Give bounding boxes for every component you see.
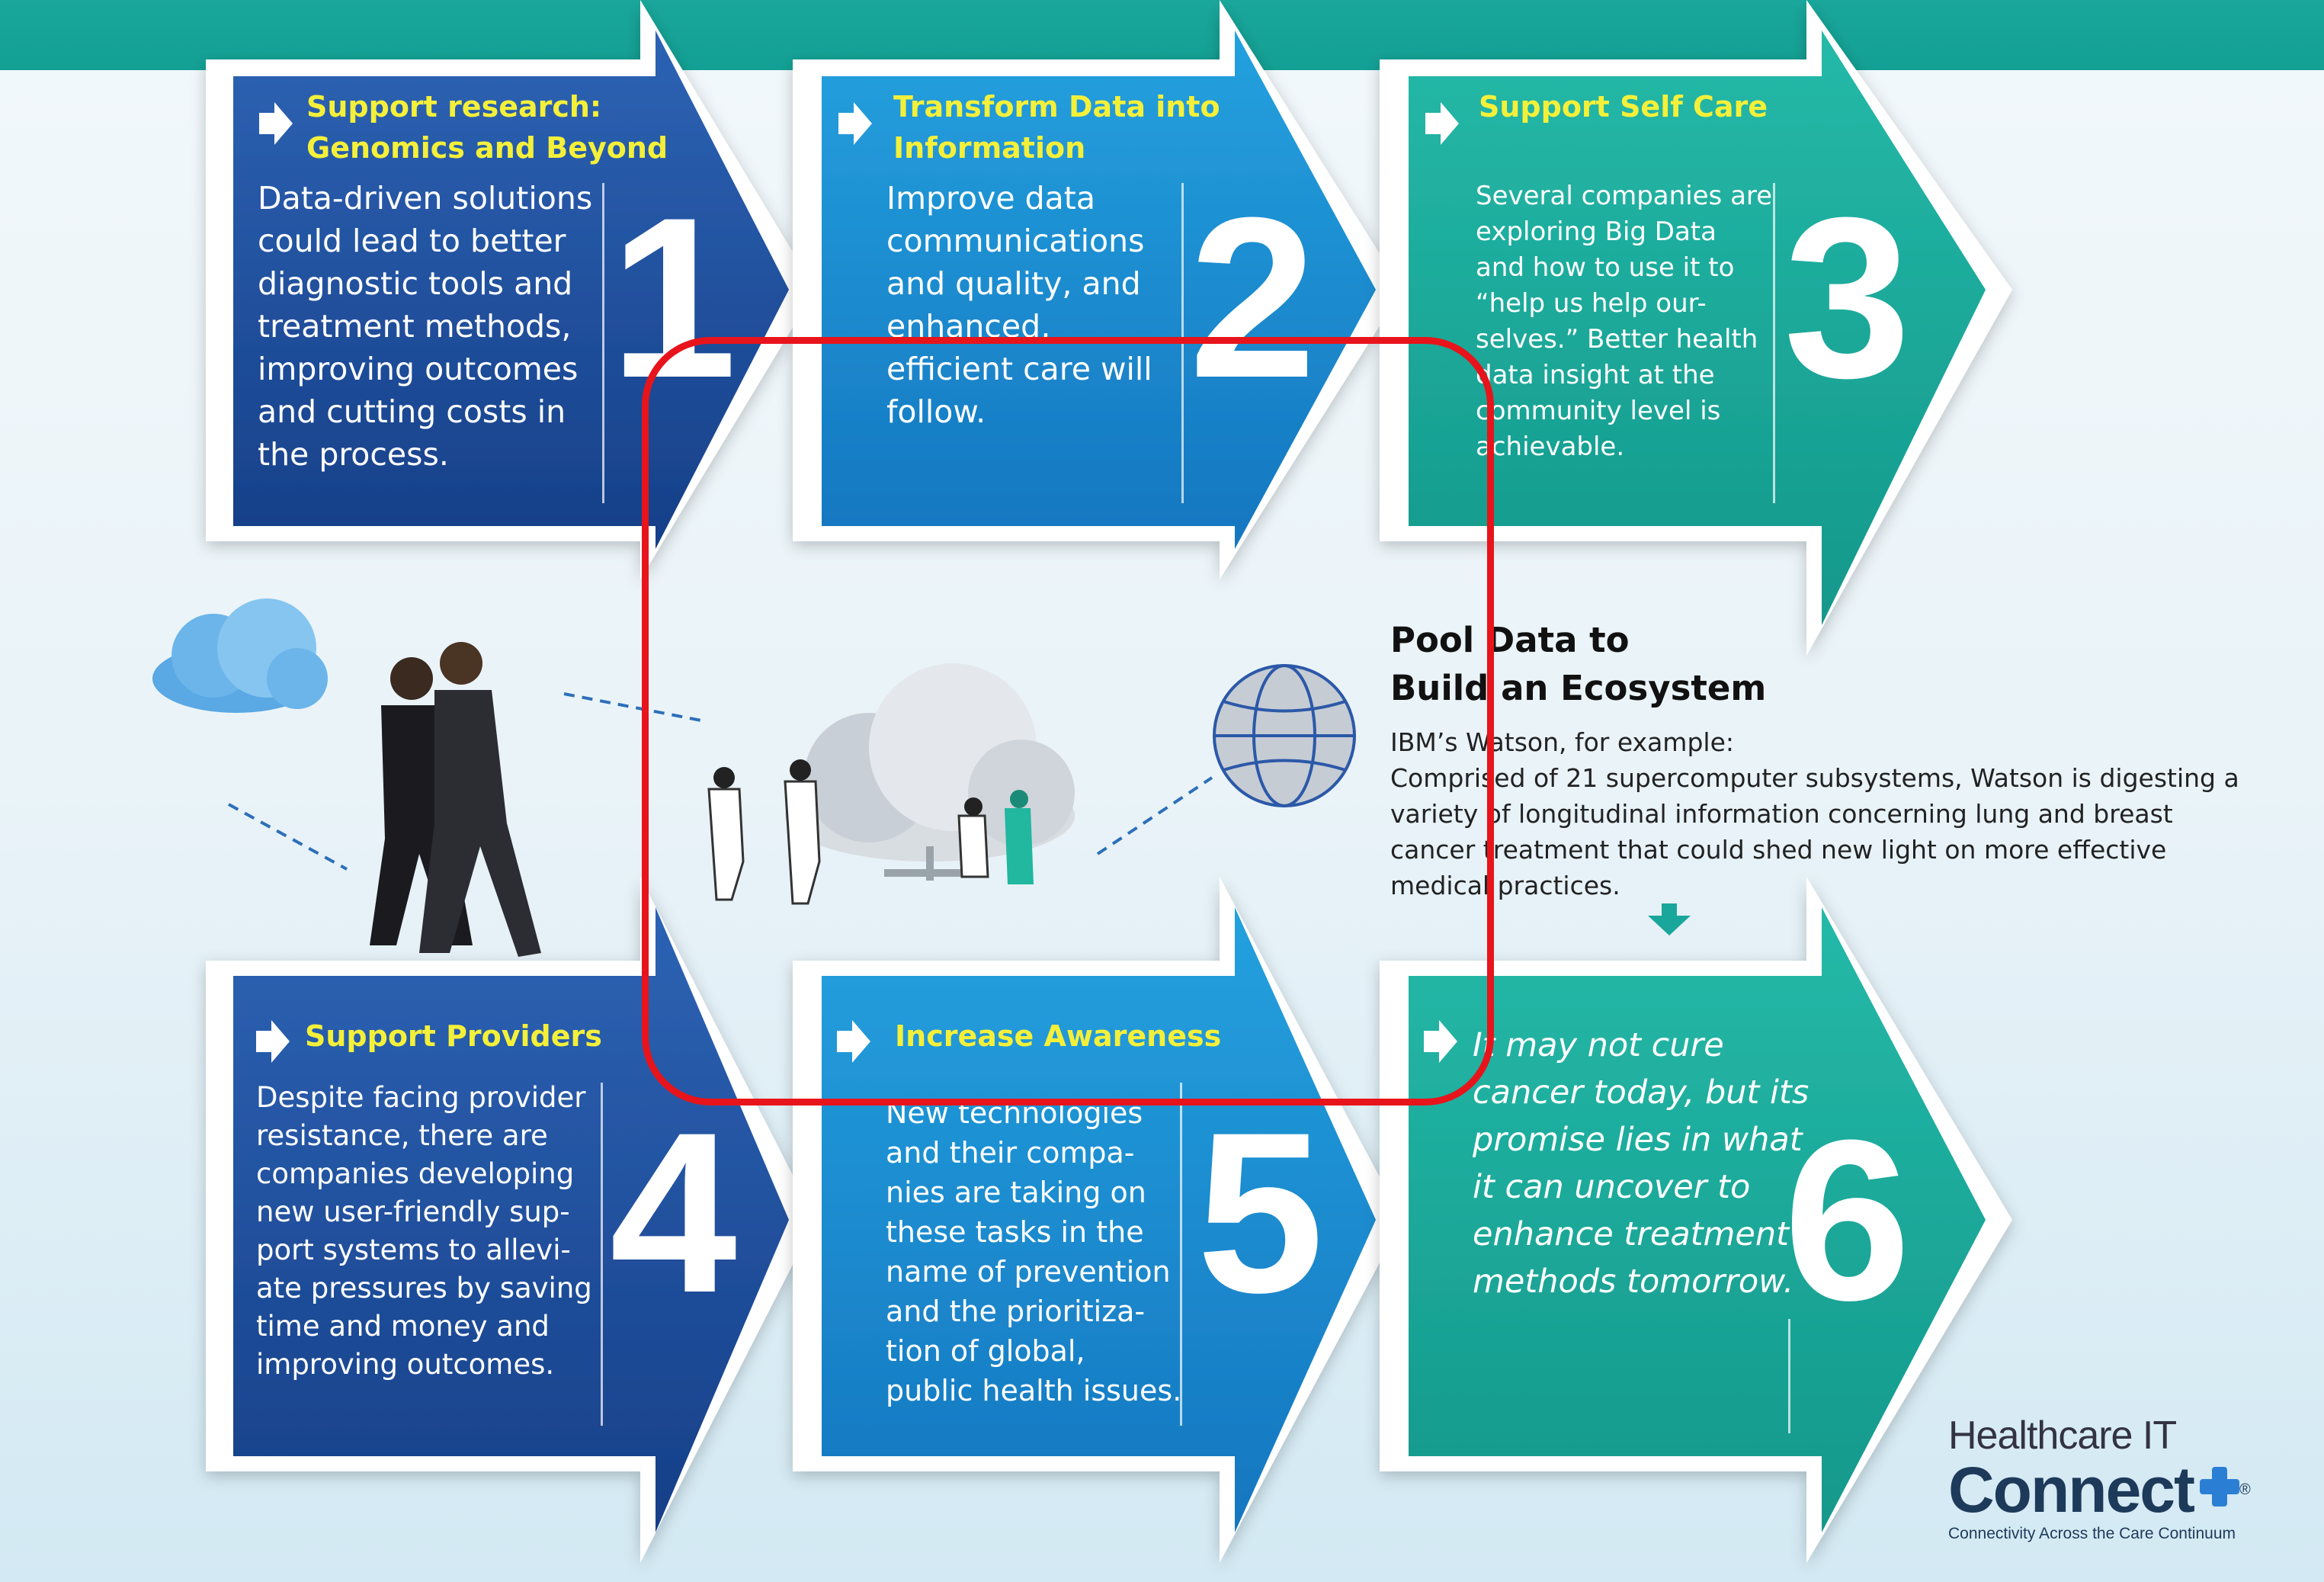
- down-arrow-icon: [1648, 903, 1691, 935]
- panel-4-title: Support Providers: [305, 1019, 602, 1053]
- panel-3-divider: [1773, 183, 1775, 503]
- right-arrow-icon: [837, 1020, 870, 1063]
- panel-5-divider: [1180, 1083, 1182, 1426]
- panel-2-shape: [793, 0, 1402, 579]
- right-arrow-icon: [1425, 102, 1459, 145]
- right-arrow-icon: [259, 102, 293, 145]
- panel-4-number: 4: [610, 1084, 737, 1340]
- panel-3-number: 3: [1784, 169, 1911, 425]
- panel-1-divider: [602, 183, 604, 503]
- panel-6-number: 6: [1784, 1092, 1911, 1348]
- panel-1-body: Data-driven solutions could lead to bett…: [258, 180, 593, 473]
- globe-icon: [1213, 664, 1356, 807]
- dashed-connector-arrows: [228, 692, 1213, 871]
- panel-3-body: Several companies are exploring Big Data…: [1476, 181, 1773, 462]
- walking-businessmen-illustration: [370, 642, 541, 957]
- server-cloud-icon: [785, 663, 1075, 881]
- panel-4-body: Despite facing provider resistance, ther…: [256, 1081, 592, 1381]
- right-arrow-icon: [256, 1020, 290, 1063]
- panel-6-quote: It may not cure cancer today, but its pr…: [1473, 1026, 1810, 1301]
- logo-line2: Connect®: [1948, 1454, 2251, 1526]
- panel-2-title: Transform Data into Information: [893, 90, 1220, 165]
- cloud-icon: [152, 598, 328, 713]
- medical-team-illustration: [707, 759, 1034, 905]
- panel-1-shape: [206, 0, 816, 579]
- panel-5-title: Increase Awareness: [895, 1019, 1222, 1053]
- pool-data-body: IBM’s Watson, for example: Comprised of …: [1390, 727, 2239, 900]
- panel-5-body: New technologies and their compa- nies a…: [886, 1096, 1182, 1407]
- right-arrow-icon: [838, 102, 872, 145]
- logo-tagline: Connectivity Across the Care Continuum: [1948, 1525, 2236, 1542]
- panel-4-divider: [601, 1083, 603, 1426]
- healthcare-it-connect-logo: Healthcare IT Connect® Connectivity Acro…: [1948, 1414, 2251, 1545]
- highlight-box: [642, 337, 1494, 1105]
- panel-3-title: Support Self Care: [1479, 90, 1768, 124]
- panel-3-shape: [1380, 0, 2012, 656]
- connect-cross-icon: [2200, 1467, 2239, 1507]
- panel-1-title: Support research: Genomics and Beyond: [306, 90, 668, 165]
- pool-data-title: Pool Data to Build an Ecosystem: [1390, 620, 1767, 708]
- top-teal-band: [0, 0, 2324, 70]
- panel-6-shape: [1380, 877, 2012, 1563]
- panel-6-divider: [1788, 1319, 1790, 1433]
- panel-2-number: 2: [1189, 169, 1316, 425]
- panel-5-shape: [793, 877, 1402, 1563]
- logo-line1: Healthcare IT: [1948, 1414, 2177, 1458]
- panel-5-number: 5: [1197, 1084, 1324, 1340]
